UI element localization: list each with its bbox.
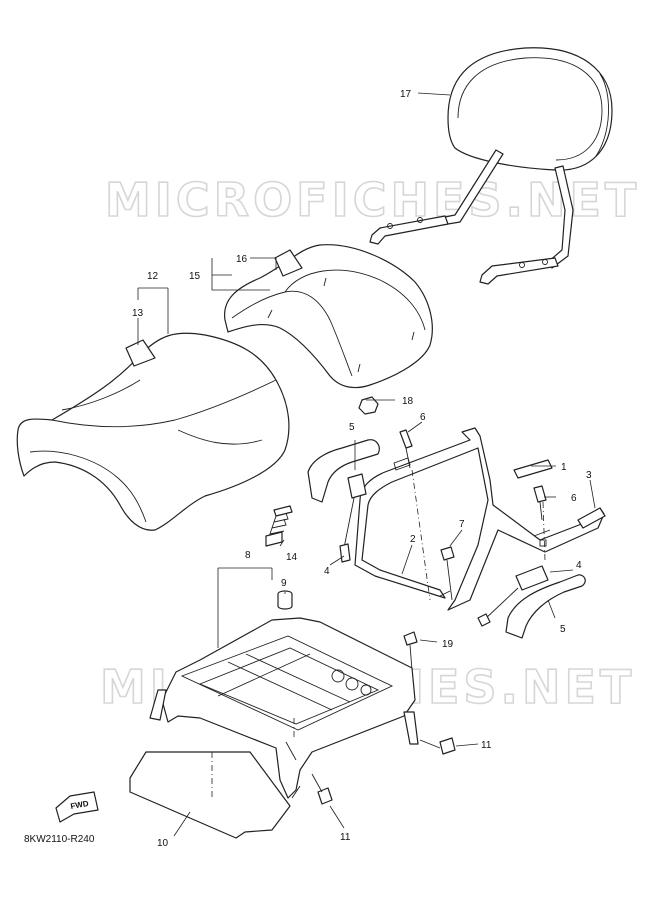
bolt-part-19[interactable]	[403, 631, 418, 671]
callout-1[interactable]: 1	[561, 462, 567, 473]
callout-4-left[interactable]: 4	[324, 566, 330, 577]
cable-part-4-right[interactable]	[477, 565, 549, 627]
callout-5-upper[interactable]: 5	[349, 422, 355, 433]
nut-part-18[interactable]	[358, 396, 379, 415]
mat-part-10[interactable]	[129, 751, 291, 839]
callout-15[interactable]: 15	[189, 271, 201, 282]
callout-13[interactable]: 13	[132, 308, 144, 319]
label-part-1[interactable]	[513, 459, 553, 479]
watermark-top: MICROFICHES.NET	[105, 173, 640, 227]
alignment-line	[542, 501, 546, 561]
diagram-code: 8KW2110-R240	[24, 834, 95, 845]
callout-8[interactable]: 8	[245, 550, 251, 561]
tag-part-16[interactable]	[274, 249, 303, 277]
callout-10[interactable]: 10	[157, 838, 169, 849]
callout-5-lower[interactable]: 5	[560, 624, 566, 635]
callout-9[interactable]: 9	[281, 578, 287, 589]
grip-part-5-right[interactable]	[505, 574, 586, 639]
callout-2[interactable]: 2	[410, 534, 416, 545]
cable-part-4-left[interactable]	[339, 473, 367, 563]
callout-4-right[interactable]: 4	[576, 560, 582, 571]
alignment-line	[411, 469, 431, 601]
callout-17[interactable]: 17	[400, 89, 412, 100]
callout-6-upper[interactable]: 6	[420, 412, 426, 423]
plug-part-3[interactable]	[577, 507, 606, 529]
callout-12[interactable]: 12	[147, 271, 159, 282]
callout-14[interactable]: 14	[286, 552, 298, 563]
rider-seat-part-12[interactable]	[16, 332, 290, 531]
callout-16[interactable]: 16	[236, 254, 248, 265]
forward-arrow-icon: FWD	[55, 791, 99, 823]
seat-base-frame-part-8[interactable]	[149, 617, 419, 799]
fwd-label: FWD	[70, 799, 90, 811]
callout-19[interactable]: 19	[442, 639, 454, 650]
callout-18[interactable]: 18	[402, 396, 414, 407]
bolt-part-11-lower[interactable]	[311, 773, 333, 805]
bolt-part-7[interactable]	[440, 546, 455, 601]
damper-part-9[interactable]	[277, 590, 293, 610]
callout-11-right[interactable]: 11	[481, 740, 492, 751]
grip-part-5-left[interactable]	[307, 439, 380, 503]
callout-7[interactable]: 7	[459, 519, 465, 530]
callout-11-lower[interactable]: 11	[340, 832, 351, 843]
bolt-part-6-lower[interactable]	[533, 485, 547, 521]
callout-3[interactable]: 3	[586, 470, 592, 481]
bolt-part-6-upper[interactable]	[399, 429, 413, 469]
backrest-part-17[interactable]	[369, 47, 613, 285]
rack-frame-part-2[interactable]	[354, 427, 605, 611]
callout-labels: 17 16 15 12 13 18 6 5 1 3 6 7 2 14 4 4 8…	[132, 89, 592, 849]
tag-part-13[interactable]	[125, 339, 156, 367]
lock-spring-part-14[interactable]	[265, 505, 293, 547]
callout-6-lower[interactable]: 6	[571, 493, 577, 504]
bolt-part-11-right[interactable]	[419, 737, 456, 755]
passenger-seat-part-15[interactable]	[224, 244, 433, 389]
leader-lines	[137, 92, 596, 837]
